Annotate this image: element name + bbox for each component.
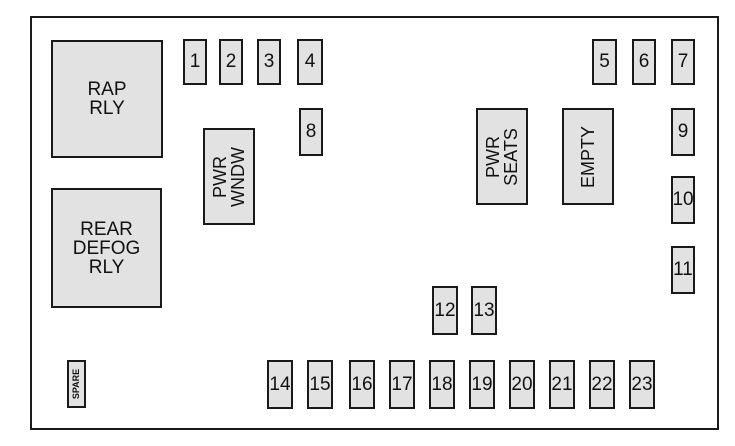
fuse-7: 7 bbox=[671, 39, 695, 85]
fuse-20: 20 bbox=[509, 360, 535, 409]
fuse-8: 8 bbox=[299, 108, 323, 156]
fuse-22: 22 bbox=[589, 360, 615, 409]
fuse-19: 19 bbox=[469, 360, 495, 409]
fuse-6: 6 bbox=[632, 39, 656, 85]
fuse-14: 14 bbox=[267, 360, 293, 409]
pwr-seats-label: PWR SEATS bbox=[483, 127, 521, 186]
fuse-23: 23 bbox=[629, 360, 655, 409]
fuse-16: 16 bbox=[349, 360, 375, 409]
spare-label: SPARE bbox=[71, 368, 82, 400]
fuse-9: 9 bbox=[671, 108, 695, 156]
fuse-3: 3 bbox=[257, 39, 281, 85]
fuse-17: 17 bbox=[389, 360, 415, 409]
pwr-wndw-fuse: PWR WNDW bbox=[203, 128, 255, 225]
pwr-seats-fuse: PWR SEATS bbox=[476, 108, 528, 205]
fuse-10: 10 bbox=[671, 176, 695, 224]
fuse-1: 1 bbox=[183, 39, 207, 85]
fuse-5: 5 bbox=[592, 39, 617, 85]
fuse-21: 21 bbox=[549, 360, 575, 409]
fuse-2: 2 bbox=[219, 39, 243, 85]
rear-defog-relay: REAR DEFOG RLY bbox=[51, 188, 162, 308]
fuse-12: 12 bbox=[432, 286, 458, 335]
empty-slot: EMPTY bbox=[562, 108, 614, 205]
fuse-4: 4 bbox=[297, 39, 323, 85]
empty-label: EMPTY bbox=[578, 125, 599, 188]
spare-fuse: SPARE bbox=[67, 360, 86, 408]
rap-relay: RAP RLY bbox=[51, 40, 163, 158]
pwr-wndw-label: PWR WNDW bbox=[210, 146, 249, 207]
fuse-18: 18 bbox=[429, 360, 455, 409]
fuse-15: 15 bbox=[307, 360, 333, 409]
fuse-11: 11 bbox=[671, 246, 695, 294]
fuse-13: 13 bbox=[471, 286, 497, 335]
